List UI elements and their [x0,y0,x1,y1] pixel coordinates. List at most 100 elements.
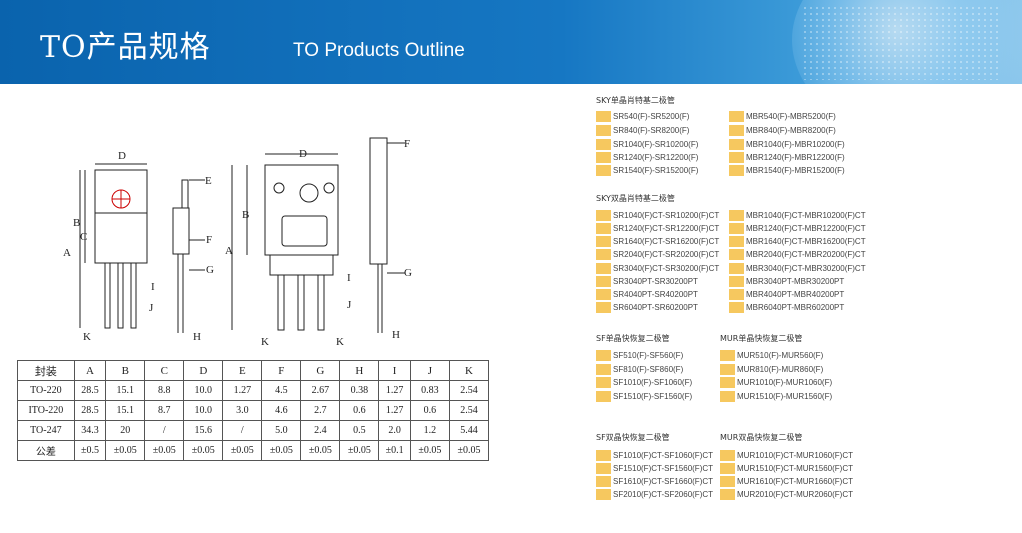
item-label: MBR1640(F)CT-MBR16200(F)CT [746,237,866,246]
table-header-cell: K [448,360,490,381]
table-cell: 34.3 [73,420,107,441]
swatch [596,289,611,300]
list-item: MBR1240(F)CT-MBR12200(F)CT [729,223,866,234]
swatch [729,263,744,274]
item-label: MBR4040PT-MBR40200PT [746,290,845,299]
dim-label-h: H [193,331,201,343]
swatch [720,450,735,461]
list-item: MUR1510(F)CT-MUR1560(F)CT [720,463,853,474]
table-cell: ITO-220 [17,400,75,421]
dim-label-i: I [151,281,155,293]
table-cell: 5.0 [261,420,302,441]
item-label: MUR810(F)-MUR860(F) [737,365,824,374]
swatch [720,364,735,375]
list-item: MUR810(F)-MUR860(F) [720,364,823,375]
swatch [729,249,744,260]
swatch [596,152,611,163]
page-title-cn: TO产品规格 [40,30,211,65]
table-header-cell: D [183,360,224,381]
list-item: SR540(F)-SR5200(F) [596,111,689,122]
item-label: MUR1610(F)CT-MUR1660(F)CT [737,477,854,486]
item-label: MBR540(F)-MBR5200(F) [746,112,836,121]
item-label: SR1040(F)CT-SR10200(F)CT [613,211,720,220]
table-cell: 28.5 [73,380,107,401]
dim-label-b: B [73,217,80,229]
swatch [596,263,611,274]
item-label: SR840(F)-SR8200(F) [613,126,690,135]
table-cell: ±0.05 [339,440,380,461]
to220-side-view [172,179,205,333]
table-cell: ±0.05 [105,440,146,461]
table-cell: 2.4 [300,420,341,441]
list-item: MBR3040PT-MBR30200PT [729,276,844,287]
item-label: SF1510(F)CT-SF1560(F)CT [613,464,714,473]
dim-label-c: C [80,231,87,243]
section-title-mur-dual: MUR双晶快恢复二极管 [720,433,803,442]
table-header-cell: F [261,360,302,381]
swatch [596,302,611,313]
table-header-row: 封装 A B C D E F G H I J K [17,360,490,381]
item-label: MBR1040(F)-MBR10200(F) [746,140,845,149]
table-cell: 1.2 [409,420,450,441]
swatch [596,364,611,375]
table-header-cell: H [339,360,380,381]
dim-label-d-247: D [299,148,307,160]
swatch [596,276,611,287]
dim-label-k2-247: K [336,336,344,348]
swatch [596,489,611,500]
table-row: TO-220 28.5 15.1 8.8 10.0 1.27 4.5 2.67 … [17,380,490,401]
list-item: SR840(F)-SR8200(F) [596,125,689,136]
item-label: MBR1040(F)CT-MBR10200(F)CT [746,211,866,220]
section-title-sf-single: SF单晶快恢复二极管 [596,334,670,343]
swatch [596,350,611,361]
item-label: SR1640(F)CT-SR16200(F)CT [613,237,720,246]
item-label: MUR1010(F)-MUR1060(F) [737,378,833,387]
table-cell: 2.7 [300,400,341,421]
table-cell: 15.6 [183,420,224,441]
list-item: SR1640(F)CT-SR16200(F)CT [596,236,719,247]
swatch [596,111,611,122]
table-cell: 8.8 [144,380,185,401]
swatch [729,152,744,163]
list-item: SR1040(F)CT-SR10200(F)CT [596,210,719,221]
dim-label-f: F [206,234,212,246]
swatch [596,125,611,136]
swatch [596,249,611,260]
list-item: SR1240(F)-SR12200(F) [596,152,698,163]
item-label: MBR3040PT-MBR30200PT [746,277,845,286]
list-item: SF1510(F)CT-SF1560(F)CT [596,463,713,474]
swatch [596,377,611,388]
package-outline-drawings: D E B C A F G I J K H D F B A G I J K K … [45,128,430,348]
list-item: MBR1040(F)CT-MBR10200(F)CT [729,210,866,221]
item-label: SF1010(F)CT-SF1060(F)CT [613,451,714,460]
table-row: ITO-220 28.5 15.1 8.7 10.0 3.0 4.6 2.7 0… [17,400,490,421]
swatch [729,223,744,234]
list-item: MBR1640(F)CT-MBR16200(F)CT [729,236,866,247]
item-label: SF510(F)-SF560(F) [613,351,684,360]
table-cell: 5.44 [448,420,490,441]
swatch [596,463,611,474]
dim-label-e: E [205,175,212,187]
to220-front-view [79,163,148,329]
table-cell: 0.6 [339,400,380,421]
item-label: MUR1010(F)CT-MUR1060(F)CT [737,451,854,460]
item-label: MBR2040(F)CT-MBR20200(F)CT [746,250,866,259]
dim-label-k1-247: K [261,336,269,348]
dim-label-k: K [83,331,91,343]
list-item: MUR510(F)-MUR560(F) [720,350,823,361]
swatch [729,111,744,122]
dim-label-d: D [118,150,126,162]
table-cell: ±0.05 [448,440,490,461]
list-item: SF1010(F)CT-SF1060(F)CT [596,450,713,461]
list-item: SR4040PT-SR40200PT [596,289,698,300]
table-cell: 15.1 [105,380,146,401]
list-item: SF2010(F)CT-SF2060(F)CT [596,489,713,500]
header-banner: TO产品规格 TO Products Outline [0,0,1022,84]
item-label: MBR3040(F)CT-MBR30200(F)CT [746,264,866,273]
table-header-cell: J [409,360,450,381]
list-item: SF1610(F)CT-SF1660(F)CT [596,476,713,487]
item-label: SR3040PT-SR30200PT [613,277,698,286]
table-cell: 2.0 [378,420,411,441]
item-label: SR1240(F)-SR12200(F) [613,153,699,162]
table-cell: / [144,420,185,441]
